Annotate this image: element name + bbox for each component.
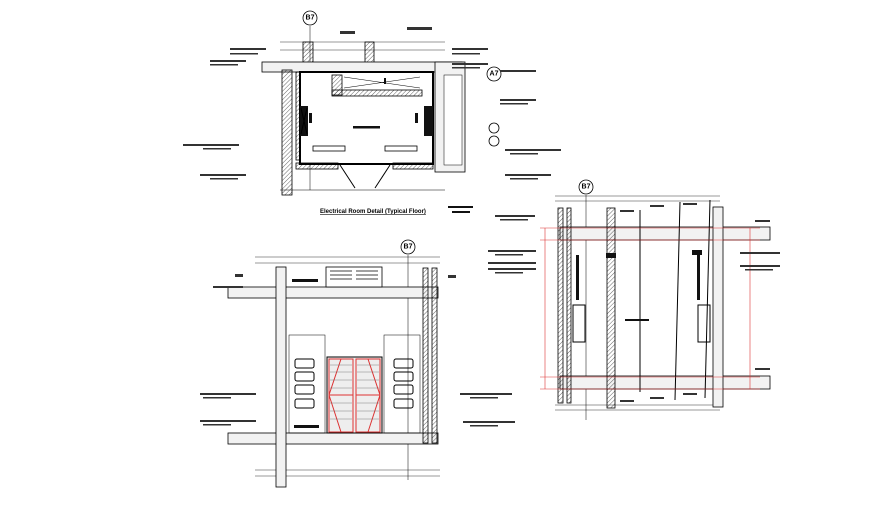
grid-bubble-a7-plan: [486, 66, 502, 82]
plan-annotations: [183, 27, 561, 180]
slab: [227, 286, 439, 299]
grid-bubble-label: B7: [582, 184, 591, 191]
slab: [559, 226, 771, 241]
outlet-bank-right: [383, 334, 421, 434]
grid-bubble-b7-elevation: [400, 239, 416, 255]
outlet-bank-left: [288, 334, 326, 434]
electrical-room-plan: B7 A7: [183, 10, 561, 215]
slab: [227, 432, 439, 445]
electrical-room-elevation: B7: [200, 239, 515, 488]
grid-bubble-label: B7: [306, 15, 315, 22]
grid-bubble-label: A7: [490, 71, 499, 78]
electrical-room-section: B7: [488, 179, 780, 420]
grid-bubble-label: B7: [404, 244, 413, 251]
section-annotations: [488, 203, 780, 402]
grid-bubble-b7-plan: [302, 10, 318, 26]
slab: [559, 375, 771, 390]
elevation-annotations: [200, 274, 515, 427]
grid-bubble-b7-section: [578, 179, 594, 195]
drawing-title: Electrical Room Detail (Typical Floor): [320, 209, 426, 215]
